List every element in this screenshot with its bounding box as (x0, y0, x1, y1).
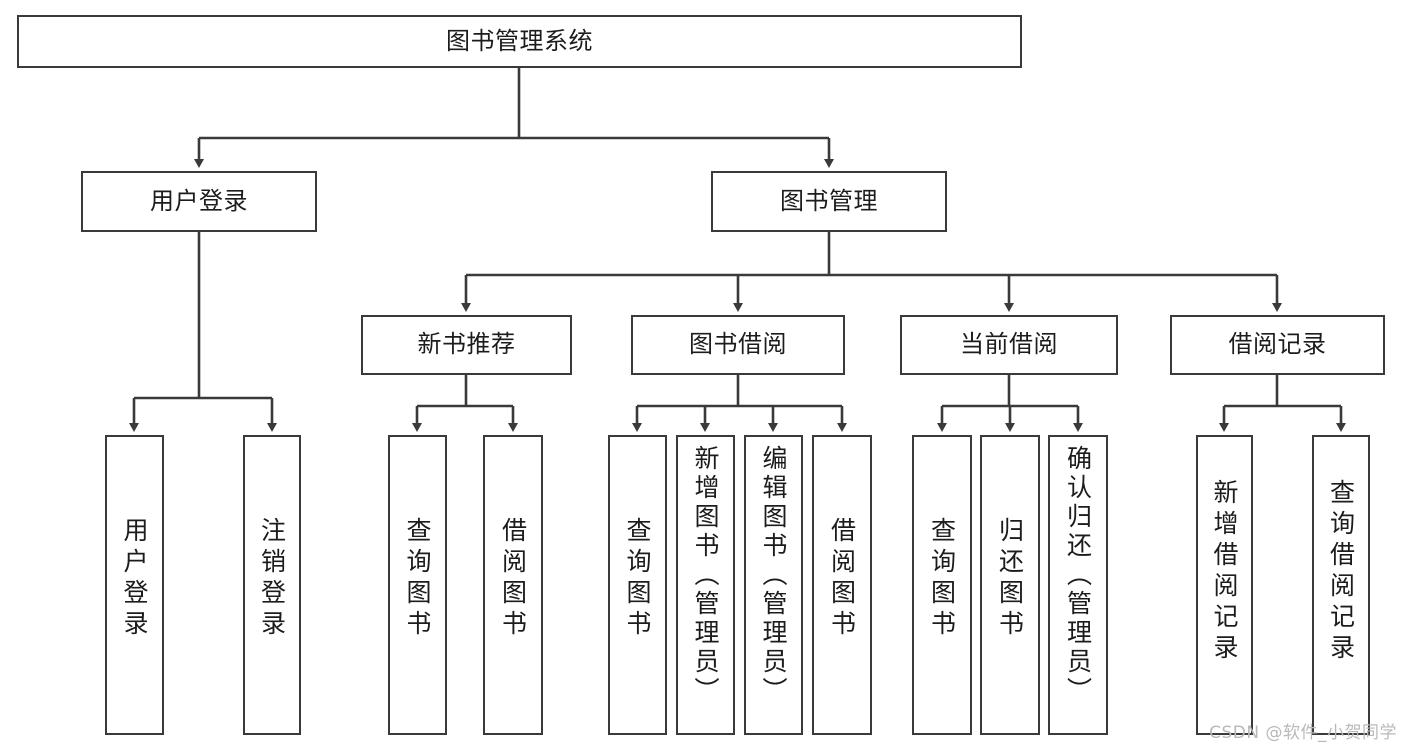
node-root[interactable]: 图书管理系统 (17, 15, 1022, 68)
node-leaf-add-record[interactable]: 新增借阅记录 (1196, 435, 1253, 735)
node-leaf-borrow-book-1-label: 借阅图书 (498, 517, 528, 641)
node-leaf-confirm-return[interactable]: 确认归还（管理员） (1048, 435, 1108, 735)
node-leaf-add-book-label: 新增图书（管理员） (691, 445, 720, 706)
node-current-borrow[interactable]: 当前借阅 (900, 315, 1118, 375)
node-leaf-user-login[interactable]: 用户登录 (105, 435, 164, 735)
node-leaf-borrow-book-2-label: 借阅图书 (827, 517, 857, 641)
node-leaf-user-login-label: 用户登录 (120, 517, 149, 641)
node-leaf-return-book[interactable]: 归还图书 (980, 435, 1040, 735)
node-leaf-query-book-3[interactable]: 查询图书 (912, 435, 972, 735)
node-current-borrow-label: 当前借阅 (960, 330, 1058, 359)
node-user-login-label: 用户登录 (150, 186, 248, 215)
node-leaf-edit-book[interactable]: 编辑图书（管理员） (744, 435, 803, 735)
node-leaf-add-book[interactable]: 新增图书（管理员） (676, 435, 735, 735)
node-book-manage[interactable]: 图书管理 (711, 171, 947, 232)
node-borrow-record[interactable]: 借阅记录 (1170, 315, 1385, 375)
node-book-borrow[interactable]: 图书借阅 (631, 315, 845, 375)
node-leaf-query-book-2-label: 查询图书 (623, 517, 652, 641)
node-leaf-query-record[interactable]: 查询借阅记录 (1312, 435, 1370, 735)
node-leaf-edit-book-label: 编辑图书（管理员） (759, 445, 788, 706)
node-book-borrow-label: 图书借阅 (689, 330, 787, 359)
node-leaf-query-book-1[interactable]: 查询图书 (388, 435, 447, 735)
node-borrow-record-label: 借阅记录 (1228, 330, 1327, 359)
node-leaf-borrow-book-1[interactable]: 借阅图书 (483, 435, 543, 735)
node-leaf-user-logout-label: 注销登录 (257, 517, 287, 641)
node-new-book-rec[interactable]: 新书推荐 (361, 315, 572, 375)
node-leaf-user-logout[interactable]: 注销登录 (243, 435, 301, 735)
node-new-book-rec-label: 新书推荐 (417, 330, 516, 359)
node-root-label: 图书管理系统 (446, 26, 593, 55)
node-leaf-query-record-label: 查询借阅记录 (1326, 479, 1356, 665)
node-leaf-query-book-3-label: 查询图书 (927, 517, 957, 641)
node-leaf-return-book-label: 归还图书 (995, 517, 1025, 641)
node-leaf-query-book-2[interactable]: 查询图书 (608, 435, 667, 735)
node-leaf-add-record-label: 新增借阅记录 (1210, 479, 1239, 665)
node-leaf-borrow-book-2[interactable]: 借阅图书 (812, 435, 872, 735)
node-leaf-confirm-return-label: 确认归还（管理员） (1063, 445, 1093, 706)
node-leaf-query-book-1-label: 查询图书 (403, 517, 432, 641)
node-book-manage-label: 图书管理 (780, 186, 878, 215)
node-user-login[interactable]: 用户登录 (81, 171, 317, 232)
